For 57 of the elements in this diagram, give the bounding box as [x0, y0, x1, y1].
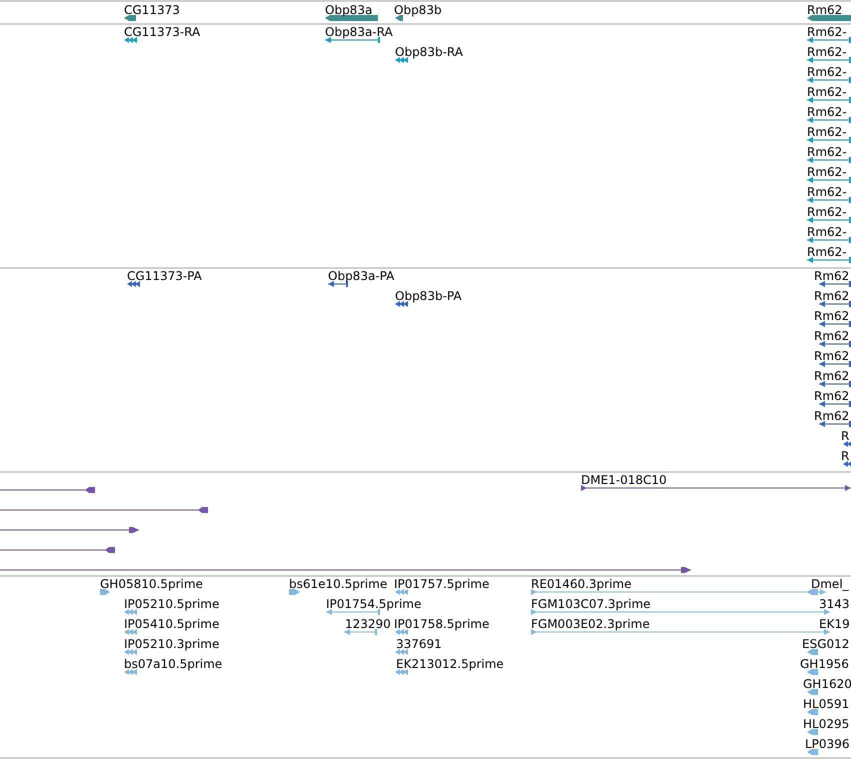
feature-label: Obp83a	[325, 3, 372, 17]
feature-label: Obp83b-RA	[395, 45, 463, 59]
feature-label: Rm62	[814, 369, 850, 383]
feature-label: Rm62-	[807, 25, 847, 39]
feature-label: Obp83b	[394, 3, 442, 17]
feature-label: R	[841, 449, 850, 463]
feature-label: Rm62	[814, 349, 850, 363]
feature-label: Rm62-	[807, 45, 847, 59]
feature-label: Rm62-	[807, 205, 847, 219]
feature-label: EK213012.5prime	[396, 657, 504, 671]
feature-label: IP01757.5prime	[394, 577, 490, 591]
feature-label: Rm62	[814, 329, 850, 343]
feature-label: Rm62	[807, 3, 842, 17]
feature-label: FGM003E02.3prime	[531, 617, 650, 631]
feature-label: R	[841, 429, 850, 443]
feature-label: 337691	[396, 637, 442, 651]
feature-label: FGM103C07.3prime	[531, 597, 651, 611]
feature-label: Obp83a-PA	[328, 269, 394, 283]
feature-label: Rm62	[814, 389, 850, 403]
feature-label: IP01758.5prime	[394, 617, 490, 631]
feature-label: Rm62-	[807, 185, 847, 199]
feature-label: Rm62-	[807, 85, 847, 99]
feature-label: IP05210.5prime	[124, 597, 220, 611]
feature-label: Dmel_	[811, 577, 849, 591]
feature-label: 3143	[819, 597, 850, 611]
feature-label: Rm62	[814, 409, 850, 423]
feature-label: bs07a10.5prime	[124, 657, 222, 671]
feature-label: Obp83a-RA	[325, 25, 393, 39]
feature-label: Rm62-	[807, 165, 847, 179]
feature-label: CG11373-PA	[127, 269, 202, 283]
feature-label: Rm62	[814, 289, 850, 303]
feature-label: CG11373-RA	[124, 25, 200, 39]
feature-label: Rm62-	[807, 105, 847, 119]
feature-label: HL0295	[803, 717, 850, 731]
feature-label: IP05210.3prime	[124, 637, 220, 651]
feature-label: GH1620	[803, 677, 851, 691]
feature-label: 123290	[345, 617, 391, 631]
feature-label: DME1-018C10	[581, 473, 667, 487]
feature-label: Rm62-	[807, 125, 847, 139]
feature-label: Rm62-	[807, 245, 847, 259]
feature-label: Rm62-	[807, 65, 847, 79]
feature-label: Rm62	[814, 269, 850, 283]
feature-label: Obp83b-PA	[395, 289, 462, 303]
feature-label: EK19	[819, 617, 850, 631]
feature-label: IP01754.5prime	[326, 597, 422, 611]
feature-label: IP05410.5prime	[124, 617, 220, 631]
feature-label: Rm62-	[807, 225, 847, 239]
feature-label: Rm62-	[807, 145, 847, 159]
feature-label: LP0396	[805, 737, 850, 751]
feature-label: ESG012	[802, 637, 850, 651]
feature-label: GH1956	[800, 657, 849, 671]
feature-label: GH05810.5prime	[100, 577, 203, 591]
feature-label: HL0591	[803, 697, 850, 711]
feature-label: RE01460.3prime	[531, 577, 632, 591]
feature-label: CG11373	[124, 3, 180, 17]
feature-label: Rm62	[814, 309, 850, 323]
feature-label: bs61e10.5prime	[289, 577, 388, 591]
